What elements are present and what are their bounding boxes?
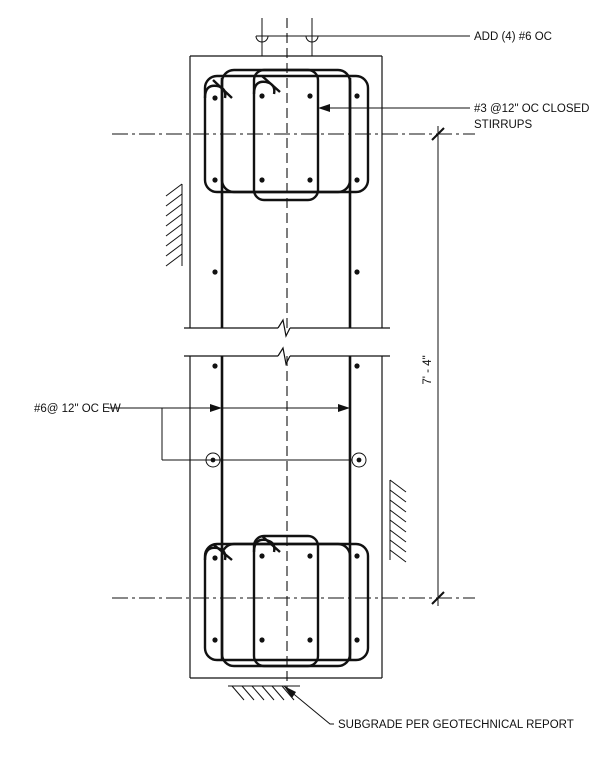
leader-vertical-bars [108, 404, 352, 461]
leader-subgrade [283, 685, 334, 725]
soil-hatch-bottom [228, 685, 300, 701]
upper-stirrup-cage [203, 68, 370, 202]
horizontal-centerlines [112, 133, 475, 599]
note-subgrade: SUBGRADE PER GEOTECHNICAL REPORT [338, 719, 574, 731]
note-top-bars: ADD (4) #6 OC [474, 31, 552, 43]
added-bar-markers [255, 18, 470, 56]
soil-hatch-right [389, 479, 407, 563]
note-stirrups-line1: #3 @12" OC CLOSED [474, 103, 589, 115]
lower-stirrup-cage [203, 534, 370, 668]
height-dimension-label: 7' - 4" [422, 355, 434, 384]
note-vertical-bars: #6@ 12" OC EW [34, 403, 121, 415]
wall-outline-lower [184, 346, 390, 679]
height-dimension: 7' - 4" [422, 126, 445, 606]
leader-stirrups [318, 104, 470, 112]
vertical-bars [212, 78, 360, 660]
soil-hatch-left [165, 183, 183, 267]
wall-outline-upper [184, 55, 390, 338]
note-stirrups-line2: STIRRUPS [474, 119, 532, 131]
